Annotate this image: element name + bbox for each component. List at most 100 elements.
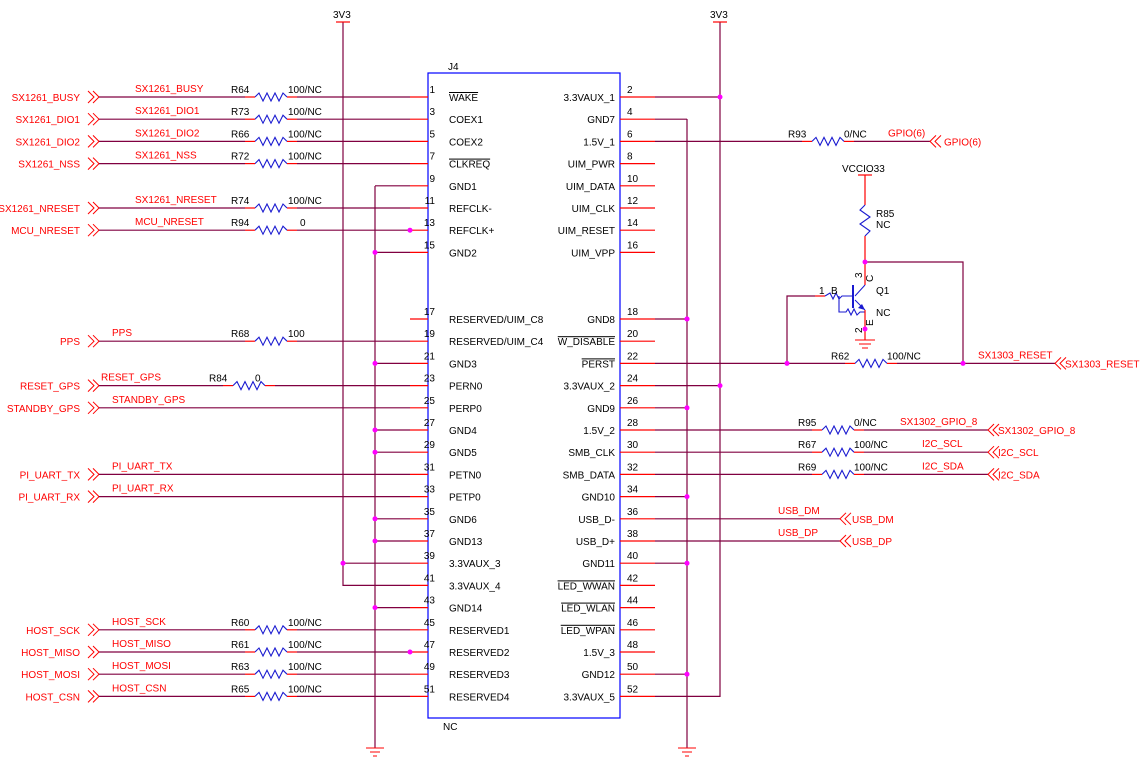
junction-dot xyxy=(340,560,346,566)
pin-name: SMB_CLK xyxy=(568,448,615,459)
net-label: SX1303_RESET xyxy=(978,350,1053,361)
pin-number: 36 xyxy=(627,507,639,518)
resistor-r68 xyxy=(254,335,288,347)
resistor-value: 100/NC xyxy=(288,196,322,207)
port-label: PPS xyxy=(60,337,80,348)
pin-name: UIM_PWR xyxy=(568,160,615,171)
pin-number: 12 xyxy=(627,196,639,207)
resistor-value: 0/NC xyxy=(854,418,877,429)
resistor-ref: R67 xyxy=(798,440,817,451)
pin-number: 51 xyxy=(424,684,436,695)
resistor-value: 100/NC xyxy=(288,640,322,651)
port-label: SX1261_DIO1 xyxy=(16,115,81,126)
resistor-value: 100/NC xyxy=(288,618,322,629)
pin-name: GND12 xyxy=(582,670,616,681)
pin-number: 3 xyxy=(429,107,435,118)
q1-collector-pin: 3 xyxy=(854,272,865,278)
pin-number: 5 xyxy=(429,129,435,140)
resistor-r72 xyxy=(254,158,288,169)
pin-number: 47 xyxy=(424,640,436,651)
resistor-r66 xyxy=(254,136,288,147)
pin-name: 1.5V_3 xyxy=(583,648,615,659)
wire-gap xyxy=(245,340,297,343)
pin-name: USB_D+ xyxy=(576,537,615,548)
pin-number: 46 xyxy=(627,618,639,629)
wire-gap xyxy=(845,362,897,365)
resistor-r85 xyxy=(859,204,871,237)
q1-base-label: B xyxy=(831,286,838,297)
resistor-r84 xyxy=(232,380,266,391)
resistor-r93 xyxy=(811,136,845,147)
pin-name: UIM_VPP xyxy=(571,248,615,259)
pin-name: GND8 xyxy=(587,315,615,326)
junction-dot xyxy=(684,560,690,566)
q1-emitter-pin: 2 xyxy=(854,327,865,333)
net-label: USB_DM xyxy=(778,506,820,517)
connector-value: NC xyxy=(443,722,457,733)
pin-name: GND5 xyxy=(449,448,477,459)
resistor-value: 0/NC xyxy=(844,129,867,140)
pin-name: LED_WWAN xyxy=(558,581,615,592)
pin-name: LED_WPAN xyxy=(561,626,615,637)
resistor-ref: R68 xyxy=(231,329,250,340)
port-arrow-icon xyxy=(87,201,95,215)
junction-dot xyxy=(372,605,378,611)
port-label: GPIO(6) xyxy=(944,137,981,148)
pin-name: RESERVED/UIM_C4 xyxy=(449,337,544,348)
pin-name: USB_D- xyxy=(578,515,615,526)
pin-number: 39 xyxy=(424,551,436,562)
net-label: I2C_SDA xyxy=(922,461,964,472)
pin-number: 49 xyxy=(424,662,436,673)
pin-number: 20 xyxy=(627,329,639,340)
junction-dot xyxy=(372,427,378,433)
net-label: SX1302_GPIO_8 xyxy=(900,417,978,428)
net-label: SX1261_DIO2 xyxy=(135,128,200,139)
pin-number: 6 xyxy=(627,129,633,140)
port-label: HOST_MOSI xyxy=(21,670,80,681)
pin-number: 34 xyxy=(627,485,639,496)
port-label: SX1302_GPIO_8 xyxy=(998,426,1076,437)
pin-number: 15 xyxy=(424,240,436,251)
pin-name: REFCLK+ xyxy=(449,226,494,237)
net-label: HOST_MISO xyxy=(112,639,171,650)
net-label: RESET_GPS xyxy=(101,373,161,384)
port-arrow-icon xyxy=(1054,357,1062,370)
resistor-r62 xyxy=(854,358,888,369)
pin-name: COEX2 xyxy=(449,137,483,148)
pin-number: 44 xyxy=(627,596,639,607)
net-label: STANDBY_GPS xyxy=(112,395,185,406)
pin-name: GND13 xyxy=(449,537,483,548)
pin-name: RESERVED4 xyxy=(449,692,510,703)
resistor-ref: R60 xyxy=(231,618,250,629)
pin-number: 17 xyxy=(424,307,436,318)
net-label: SX1261_DIO1 xyxy=(135,106,200,117)
pin-number: 27 xyxy=(424,418,436,429)
q1-base-pin: 1 xyxy=(819,286,825,297)
resistor-r63 xyxy=(254,668,288,680)
pin-name: GND11 xyxy=(582,559,615,570)
port-arrow-icon xyxy=(87,135,95,148)
pin-name: RESERVED/UIM_C8 xyxy=(449,315,544,326)
wire-gap xyxy=(802,140,854,143)
pin-name: 3.3VAUX_3 xyxy=(449,559,501,570)
port-label: STANDBY_GPS xyxy=(7,404,80,415)
wire-gap xyxy=(245,140,297,143)
q1-value: NC xyxy=(876,308,890,319)
wire-gap xyxy=(245,118,297,121)
resistor-ref: R73 xyxy=(231,107,250,118)
port-arrow-icon xyxy=(87,379,95,392)
pin-number: 22 xyxy=(627,351,639,362)
pin-name: SMB_DATA xyxy=(563,470,616,481)
port-label: RESET_GPS xyxy=(20,382,80,393)
resistor-value: 100/NC xyxy=(854,462,888,473)
pin-name: PETN0 xyxy=(449,470,482,481)
wire-gap xyxy=(245,207,297,209)
port-arrow-icon xyxy=(929,135,937,148)
pin-name: 1.5V_1 xyxy=(583,137,615,148)
pin-name: GND3 xyxy=(449,359,477,370)
resistor-ref: R93 xyxy=(788,129,807,140)
pin-name: RESERVED1 xyxy=(449,626,510,637)
pin-name: GND6 xyxy=(449,515,477,526)
pin-number: 2 xyxy=(627,85,633,96)
junction-dot xyxy=(960,360,966,366)
